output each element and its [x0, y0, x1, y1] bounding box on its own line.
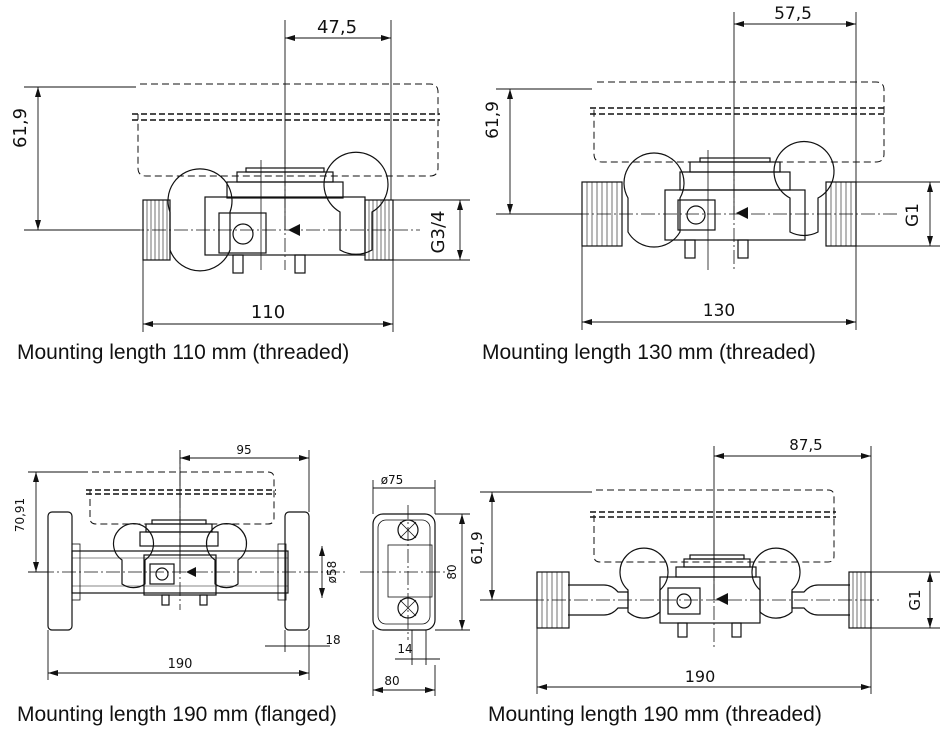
figure-110-drawing: 47,5 61,9 G3/4 110 — [10, 17, 470, 332]
dim-length-190t: 190 — [685, 667, 716, 686]
dim-offset-110: 47,5 — [317, 17, 357, 38]
dim-length-190f: 190 — [168, 657, 193, 672]
threaded-end-right — [364, 199, 394, 261]
dim-side-inner: 14 — [397, 642, 412, 656]
figure-130-drawing: 57,5 61,9 G1 130 — [483, 4, 940, 330]
dim-offset-130: 57,5 — [774, 4, 812, 24]
dim-thread-130: G1 — [903, 203, 923, 227]
dim-side-height: 80 — [445, 564, 459, 579]
dim-side-diameter: ø75 — [381, 473, 404, 487]
dim-length-110: 110 — [251, 302, 285, 323]
flange-right — [277, 511, 310, 631]
dim-length-130: 130 — [703, 301, 735, 321]
meter-housing-outline — [590, 489, 836, 563]
caption-130: Mounting length 130 mm (threaded) — [482, 341, 816, 364]
figure-190-threaded-drawing: 87,5 61,9 G1 190 — [468, 436, 940, 694]
meter-body — [623, 140, 835, 259]
figure-190-flanged-drawing: 95 70,91 ø58 18 190 — [13, 443, 470, 696]
dim-height-190f: 70,91 — [13, 498, 27, 532]
caption-190-threaded: Mounting length 190 mm (threaded) — [488, 703, 822, 726]
dim-thread-110: G3/4 — [428, 211, 449, 254]
meter-housing-outline — [132, 83, 440, 177]
dim-height-190t: 61,9 — [468, 531, 486, 564]
dim-offset-190f: 95 — [236, 443, 251, 457]
dim-flange-190f: 18 — [325, 633, 340, 647]
flange-side-view — [360, 505, 450, 640]
dim-side-width: 80 — [384, 674, 399, 688]
meter-housing-outline — [86, 471, 276, 525]
dim-bore-190f: ø58 — [325, 561, 339, 584]
dim-offset-190t: 87,5 — [789, 436, 822, 454]
meter-body — [568, 547, 850, 638]
caption-110: Mounting length 110 mm (threaded) — [17, 341, 350, 364]
dim-height-130: 61,9 — [483, 101, 503, 139]
dim-height-110: 61,9 — [10, 108, 31, 148]
caption-190-flanged: Mounting length 190 mm (flanged) — [17, 703, 337, 726]
meter-body — [167, 151, 389, 274]
dim-thread-190t: G1 — [906, 589, 924, 610]
meter-housing-outline — [590, 81, 885, 163]
flange-left — [47, 511, 81, 631]
